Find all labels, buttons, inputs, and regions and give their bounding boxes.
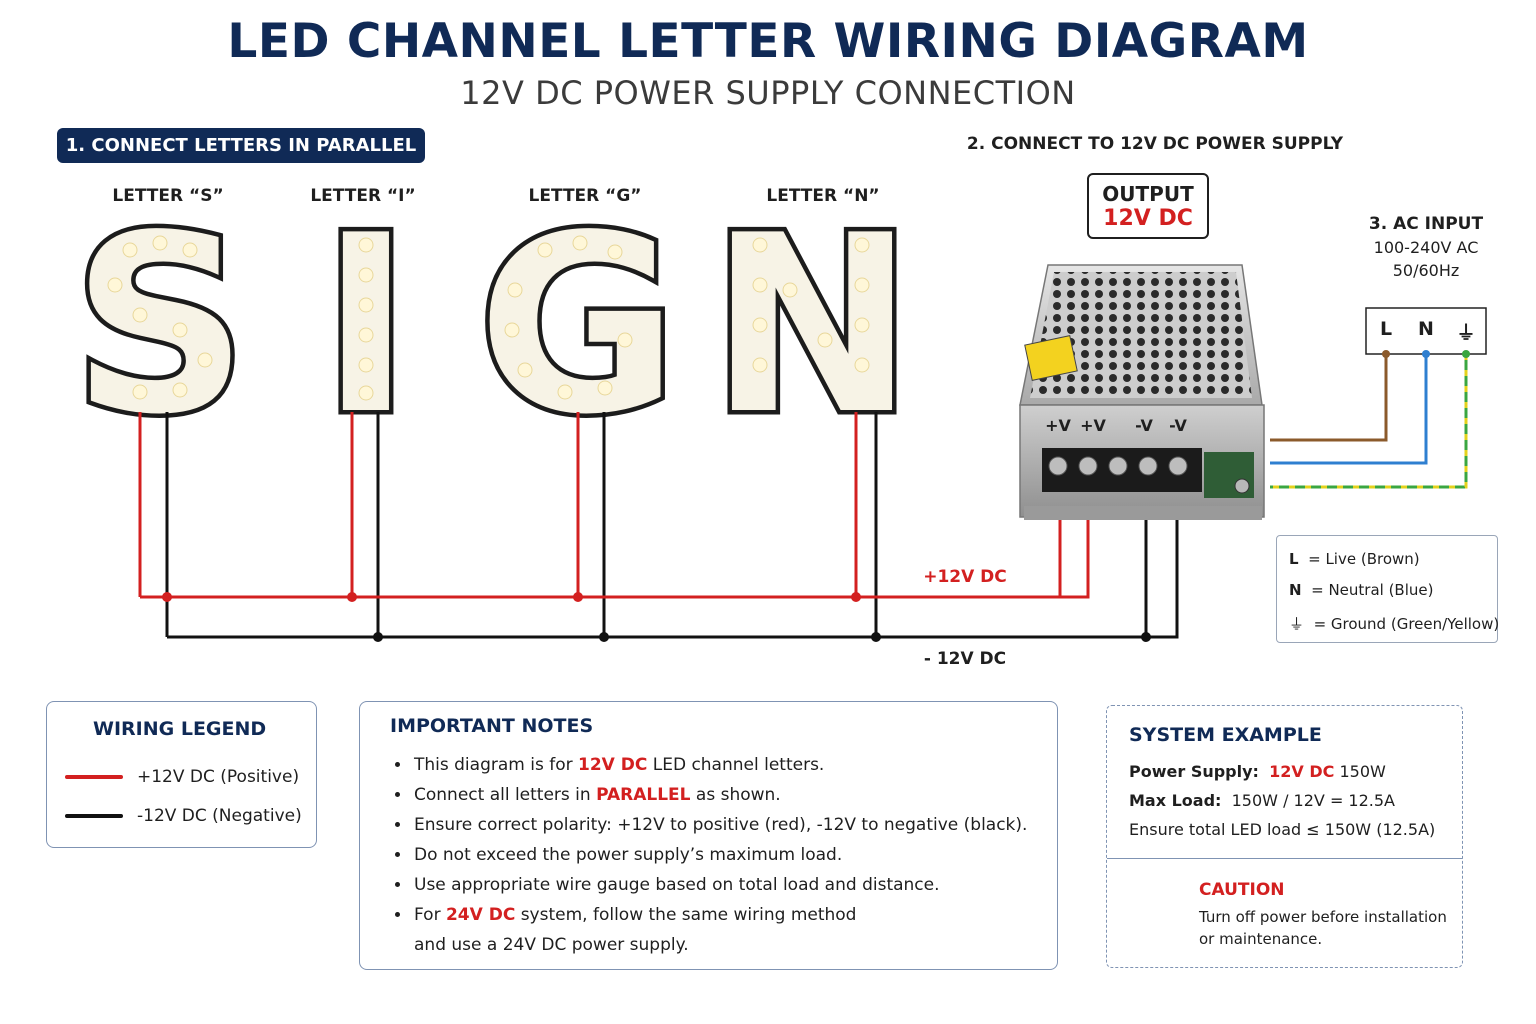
positive-bus-label: +12V DC bbox=[923, 567, 1007, 587]
caution-text: Turn off power before installation or ma… bbox=[1199, 908, 1447, 948]
led-dots bbox=[107, 235, 870, 401]
load-ensure-note: Ensure total LED load ≤ 150W (12.5A) bbox=[1129, 820, 1436, 839]
notes-list: This diagram is for 12V DC LED channel l… bbox=[390, 750, 1027, 960]
ac-input-info: 3. AC INPUT 100-240V AC 50/60Hz bbox=[1336, 214, 1516, 280]
caution-title: CAUTION bbox=[1199, 880, 1285, 900]
red-wire-swatch bbox=[65, 775, 123, 779]
wiring-legend-panel: WIRING LEGEND +12V DC (Positive) -12V DC… bbox=[46, 701, 317, 848]
step2-label: 2. CONNECT TO 12V DC POWER SUPPLY bbox=[966, 134, 1344, 154]
letter-label-i: LETTER “I” bbox=[310, 186, 416, 206]
ac-legend-neutral: N = Neutral (Blue) bbox=[1289, 581, 1434, 599]
ac-legend-ground: ⏚ = Ground (Green/Yellow) bbox=[1289, 615, 1500, 633]
ps-terminal-neg-2: -V bbox=[1169, 416, 1187, 435]
output-box: OUTPUT 12V DC bbox=[1087, 173, 1209, 239]
ground-icon: ⏚ bbox=[1289, 615, 1305, 633]
junction-dots bbox=[162, 592, 1151, 642]
wiring-legend-negative: -12V DC (Negative) bbox=[65, 806, 302, 826]
wiring-legend-title: WIRING LEGEND bbox=[93, 718, 267, 740]
wiring-legend-positive: +12V DC (Positive) bbox=[65, 767, 299, 787]
page-subtitle: 12V DC POWER SUPPLY CONNECTION bbox=[460, 74, 1076, 112]
page-title: LED CHANNEL LETTER WIRING DIAGRAM bbox=[227, 14, 1309, 69]
negative-bus-label: - 12V DC bbox=[923, 649, 1007, 669]
max-load-spec: Max Load: 150W / 12V = 12.5A bbox=[1129, 791, 1395, 810]
terminal-n-label: N bbox=[1418, 318, 1434, 340]
note-item: Do not exceed the power supply’s maximum… bbox=[412, 840, 1027, 870]
note-item: Use appropriate wire gauge based on tota… bbox=[412, 870, 1027, 900]
channel-letter-n: N bbox=[709, 183, 914, 468]
step3-label: 3. AC INPUT bbox=[1368, 214, 1484, 234]
notes-title: IMPORTANT NOTES bbox=[390, 715, 594, 737]
system-example-panel: SYSTEM EXAMPLE Power Supply: 12V DC 150W… bbox=[1106, 705, 1463, 968]
system-example-divider bbox=[1107, 858, 1462, 859]
channel-letter-s: S bbox=[72, 183, 248, 468]
note-continuation: and use a 24V DC power supply. bbox=[414, 935, 689, 955]
step1-badge: 1. CONNECT LETTERS IN PARALLEL bbox=[57, 128, 425, 163]
letter-label-s: LETTER “S” bbox=[112, 186, 224, 206]
ac-wire-legend: L = Live (Brown) N = Neutral (Blue) ⏚ = … bbox=[1276, 535, 1500, 643]
system-example-title: SYSTEM EXAMPLE bbox=[1129, 724, 1322, 746]
letter-label-n: LETTER “N” bbox=[766, 186, 880, 206]
ground-icon: ⏚ bbox=[1456, 322, 1476, 344]
black-wire-swatch bbox=[65, 814, 123, 818]
ac-input-wires bbox=[1270, 350, 1470, 489]
note-item: Ensure correct polarity: +12V to positiv… bbox=[412, 810, 1027, 840]
ac-terminal-block bbox=[1365, 307, 1487, 355]
ps-terminal-pos-2: +V bbox=[1080, 416, 1106, 435]
note-item: This diagram is for 12V DC LED channel l… bbox=[412, 750, 1027, 780]
letter-label-g: LETTER “G” bbox=[528, 186, 642, 206]
ac-voltage: 100-240V AC bbox=[1373, 238, 1479, 257]
ac-frequency: 50/60Hz bbox=[1392, 261, 1460, 280]
terminal-l-label: L bbox=[1379, 318, 1393, 340]
output-value: 12V DC bbox=[1103, 206, 1193, 231]
ps-terminal-neg-1: -V bbox=[1135, 416, 1153, 435]
power-supply-spec: Power Supply: 12V DC 150W bbox=[1129, 762, 1386, 781]
ps-terminal-pos-1: +V bbox=[1045, 416, 1071, 435]
letter-glyphs: S I G N bbox=[67, 179, 919, 473]
power-supply-unit bbox=[1019, 264, 1265, 520]
note-item: Connect all letters in PARALLEL as shown… bbox=[412, 780, 1027, 810]
note-item: For 24V DC system, follow the same wirin… bbox=[412, 900, 1027, 960]
channel-letter-i: I bbox=[320, 183, 411, 468]
output-label: OUTPUT bbox=[1102, 182, 1194, 206]
ac-legend-live: L = Live (Brown) bbox=[1289, 550, 1420, 568]
letter-drop-wires bbox=[138, 412, 878, 637]
positive-bus-wire bbox=[140, 500, 1090, 599]
important-notes-panel: IMPORTANT NOTES This diagram is for 12V … bbox=[359, 701, 1058, 970]
